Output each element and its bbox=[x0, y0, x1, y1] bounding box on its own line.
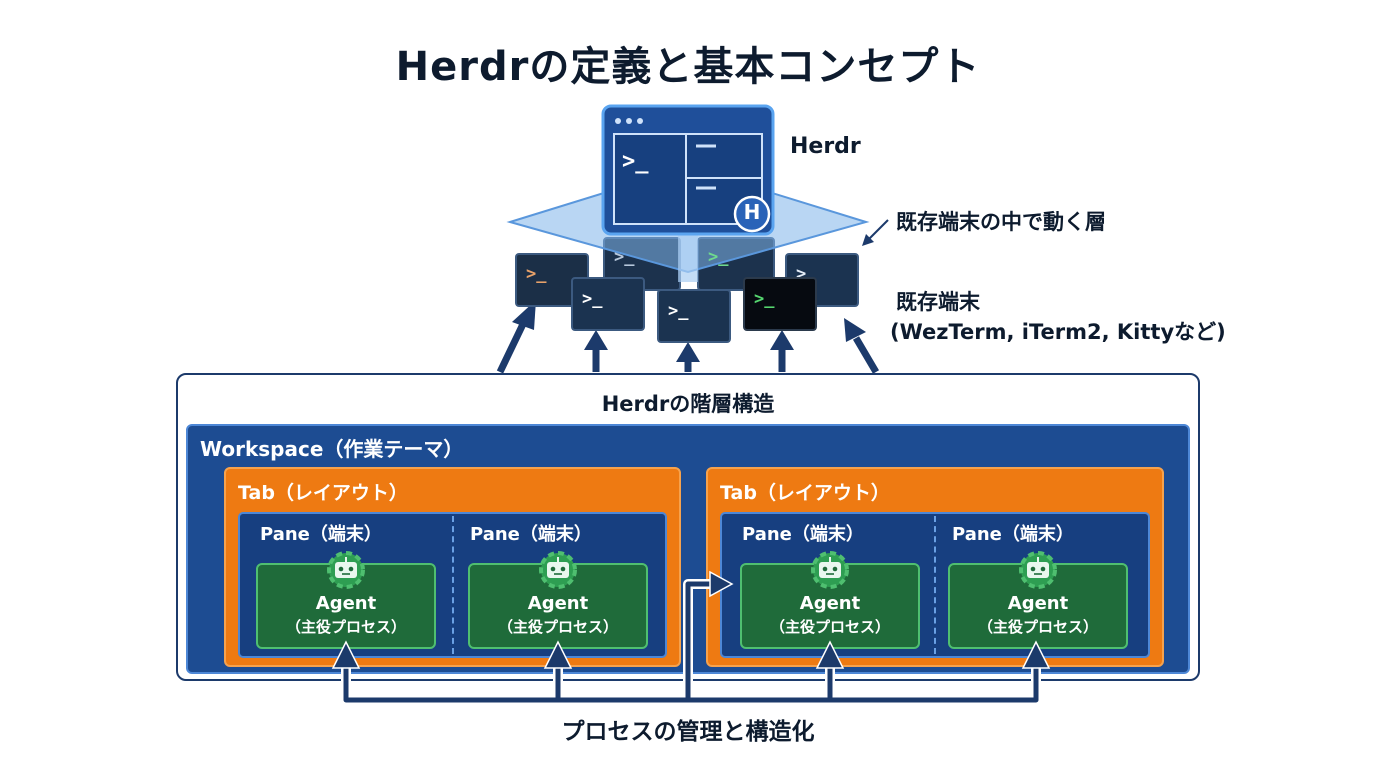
prompt-icon: >_ bbox=[526, 264, 547, 284]
tab-label: Tab（レイアウト） bbox=[238, 482, 408, 504]
terminal-front-1: >_ bbox=[571, 277, 645, 331]
workspace-label: Workspace（作業テーマ） bbox=[200, 437, 464, 461]
prompt-icon: >_ bbox=[582, 289, 603, 309]
terminal-front-2: >_ bbox=[657, 289, 731, 343]
tab-label: Tab（レイアウト） bbox=[720, 482, 890, 504]
agent-subtitle: （主役プロセス） bbox=[977, 618, 1098, 636]
arrows-to-terminals bbox=[496, 300, 880, 374]
pane-divider bbox=[452, 516, 454, 654]
prompt-icon: >_ bbox=[754, 289, 775, 309]
agent-subtitle: （主役プロセス） bbox=[285, 618, 406, 636]
prompt-icon: >_ bbox=[708, 247, 729, 267]
management-arrowheads bbox=[331, 570, 1051, 669]
robot-icon bbox=[327, 551, 365, 589]
window-dot-icon bbox=[615, 118, 621, 124]
pane-label: Pane（端末） bbox=[952, 524, 1074, 545]
agent-subtitle: （主役プロセス） bbox=[769, 618, 890, 636]
terminals-label: 既存端末 bbox=[896, 290, 980, 314]
management-connector bbox=[341, 579, 1041, 705]
pane-divider bbox=[934, 516, 936, 654]
note-arrowhead bbox=[862, 234, 874, 246]
herdr-logo-icon bbox=[733, 195, 771, 233]
page-title: Herdrの定義と基本コンセプト bbox=[395, 44, 981, 90]
agent-title: Agent bbox=[527, 593, 589, 614]
terminal-front-3: >_ bbox=[743, 277, 817, 331]
terminals-examples: (WezTerm, iTerm2, Kittyなど) bbox=[890, 320, 1226, 344]
bottom-label: プロセスの管理と構造化 bbox=[561, 719, 815, 745]
pane-label: Pane（端末） bbox=[742, 524, 864, 545]
herdr-layer-note: 既存端末の中で動く層 bbox=[896, 210, 1106, 234]
window-dot-icon bbox=[626, 118, 632, 124]
note-arrow bbox=[867, 219, 889, 241]
robot-icon bbox=[1019, 551, 1057, 589]
agent-title: Agent bbox=[315, 593, 377, 614]
agent-box: Agent （主役プロセス） bbox=[948, 563, 1128, 649]
hierarchy-title: Herdrの階層構造 bbox=[601, 392, 775, 416]
agent-subtitle: （主役プロセス） bbox=[497, 618, 618, 636]
agent-title: Agent bbox=[1007, 593, 1069, 614]
robot-icon bbox=[539, 551, 577, 589]
herdr-label: Herdr bbox=[790, 134, 861, 159]
prompt-icon: >_ bbox=[668, 301, 689, 321]
agent-box: Agent （主役プロセス） bbox=[256, 563, 436, 649]
herdr-logo-letter: H bbox=[743, 200, 761, 224]
agent-title: Agent bbox=[799, 593, 861, 614]
window-dot-icon bbox=[637, 118, 643, 124]
herdr-pillar bbox=[678, 222, 698, 282]
prompt-icon: >_ bbox=[614, 247, 635, 267]
pane-label: Pane（端末） bbox=[470, 524, 592, 545]
herdr-window: >_ bbox=[601, 104, 775, 236]
prompt-icon: >_ bbox=[622, 149, 649, 174]
pane-label: Pane（端末） bbox=[260, 524, 382, 545]
robot-icon bbox=[811, 551, 849, 589]
